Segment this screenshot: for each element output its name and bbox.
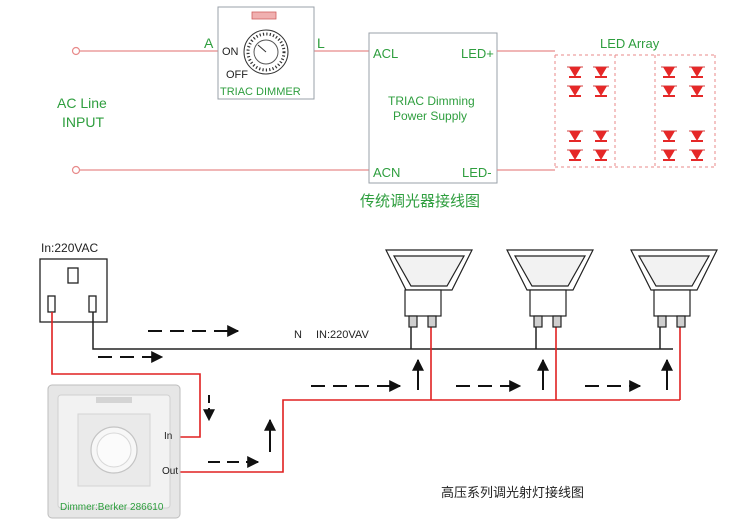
psu-acn-label: ACN bbox=[373, 165, 401, 180]
bottom-caption: 高压系列调光射灯接线图 bbox=[441, 486, 585, 501]
psu-name-line1: TRIAC Dimming bbox=[388, 94, 475, 108]
live-wire-to-dimmer bbox=[51, 312, 201, 438]
dimmer-model-label: Dimmer:Berker 286610 bbox=[60, 502, 164, 513]
dimmer-knob-icon bbox=[243, 29, 289, 75]
lamp-icon-2 bbox=[506, 249, 594, 328]
input-terminal-a bbox=[71, 46, 81, 56]
psu-name-line2: Power Supply bbox=[393, 109, 468, 123]
dimmer-off-label: OFF bbox=[226, 69, 248, 81]
lamp-icon-3 bbox=[630, 249, 718, 328]
ac-input-label-line2: INPUT bbox=[62, 114, 104, 130]
dimmer-indicator bbox=[251, 11, 277, 20]
neutral-wire bbox=[92, 312, 673, 350]
power-supply-box bbox=[368, 32, 498, 184]
flow-arrows bbox=[98, 325, 673, 468]
dimmer-in-label: In bbox=[164, 431, 173, 442]
psu-acl-label: ACL bbox=[373, 46, 399, 61]
ac-input-label-line1: AC Line bbox=[57, 95, 107, 111]
neutral-label: N bbox=[294, 329, 302, 341]
wall-outlet-icon bbox=[39, 258, 108, 323]
terminal-l-label: L bbox=[317, 35, 325, 51]
led-array-label: LED Array bbox=[600, 36, 660, 51]
dimmer-on-label: ON bbox=[222, 46, 239, 58]
wall-dimmer-panel bbox=[47, 384, 181, 519]
psu-led-plus-label: LED+ bbox=[461, 46, 494, 61]
top-caption: 传统调光器接线图 bbox=[360, 192, 481, 210]
dimmer-out-label: Out bbox=[162, 466, 179, 477]
outlet-voltage-label: In:220VAC bbox=[41, 241, 99, 255]
neutral-voltage-label: IN:220VAV bbox=[316, 329, 369, 341]
input-terminal-n bbox=[71, 165, 81, 175]
psu-led-minus-label: LED- bbox=[462, 165, 492, 180]
led-array bbox=[554, 54, 716, 168]
lamp-icon-1 bbox=[385, 249, 473, 328]
triac-dimmer-label: TRIAC DIMMER bbox=[220, 86, 301, 98]
terminal-a-label: A bbox=[204, 35, 214, 51]
live-wire-to-lamps bbox=[180, 399, 680, 473]
led-icons bbox=[566, 66, 706, 161]
bottom-high-voltage-diagram bbox=[39, 249, 718, 519]
top-traditional-dimmer-diagram bbox=[71, 6, 716, 184]
